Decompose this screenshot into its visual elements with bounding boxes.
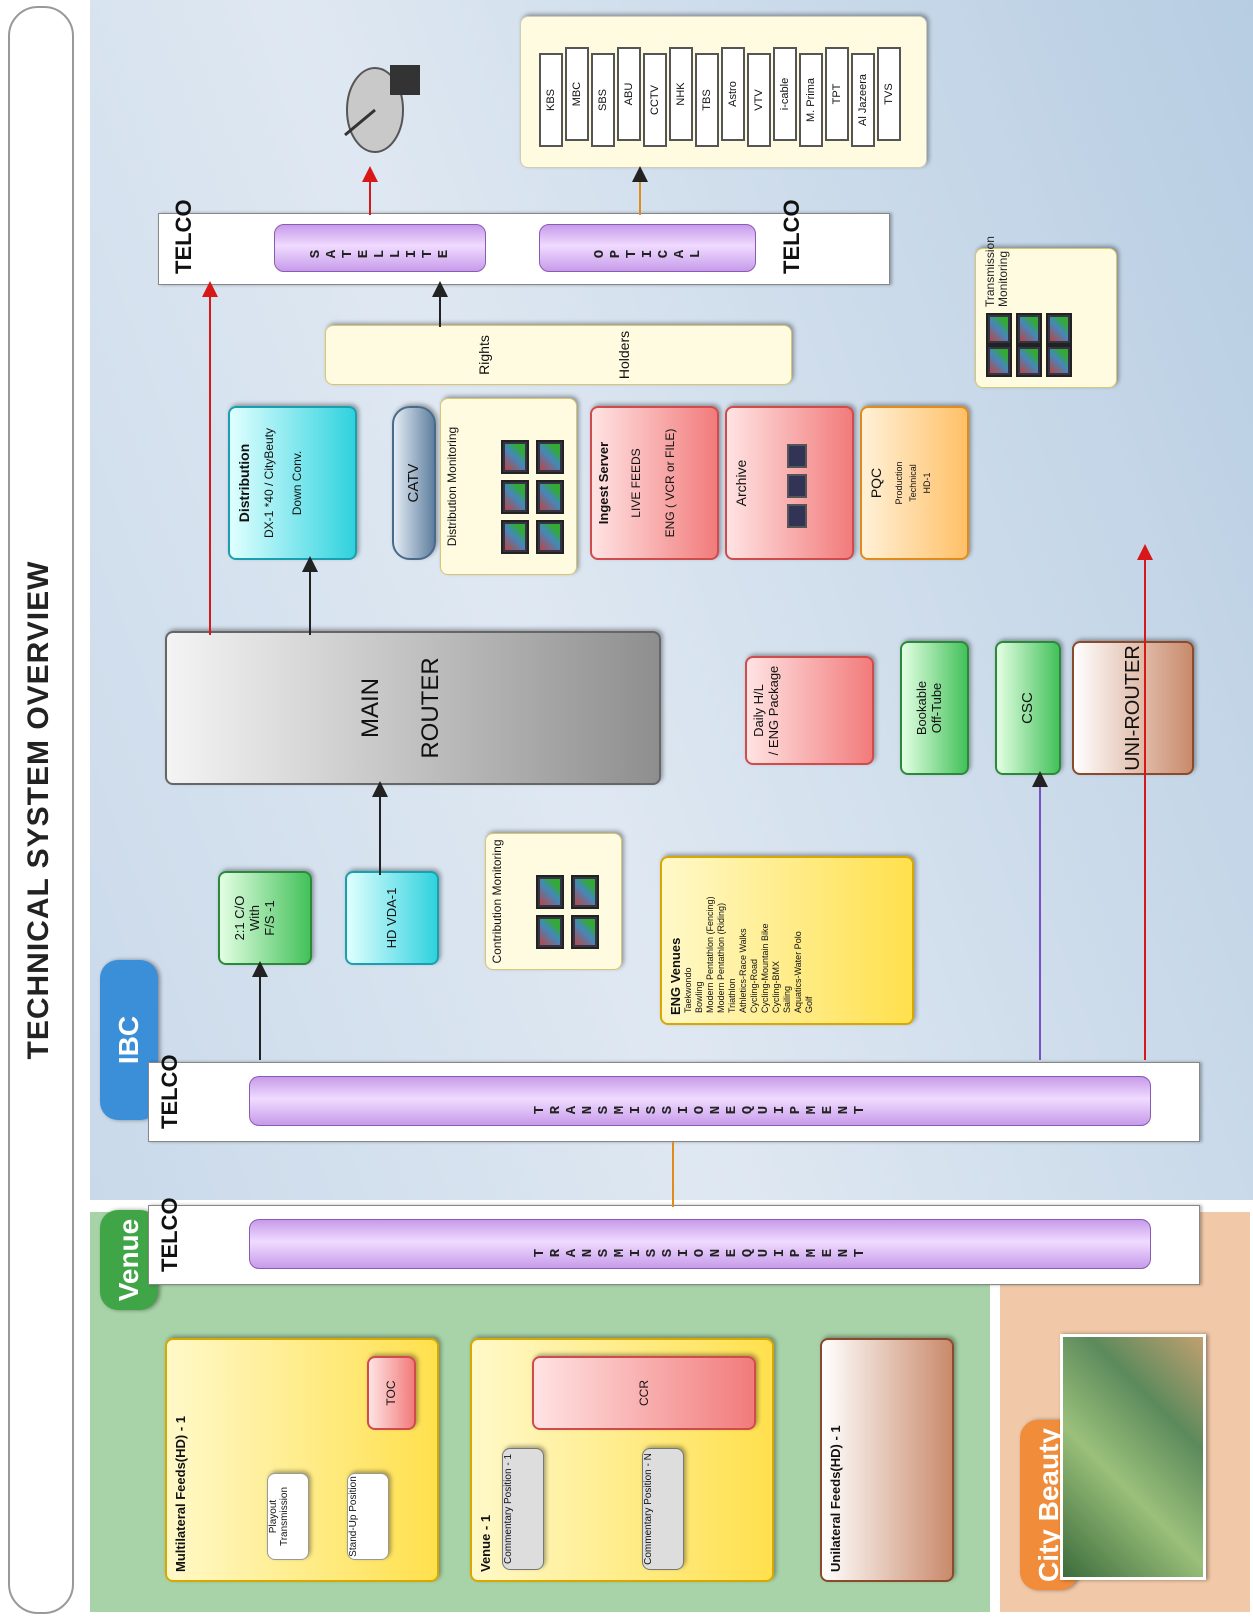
- connection-lines: [0, 0, 1253, 1620]
